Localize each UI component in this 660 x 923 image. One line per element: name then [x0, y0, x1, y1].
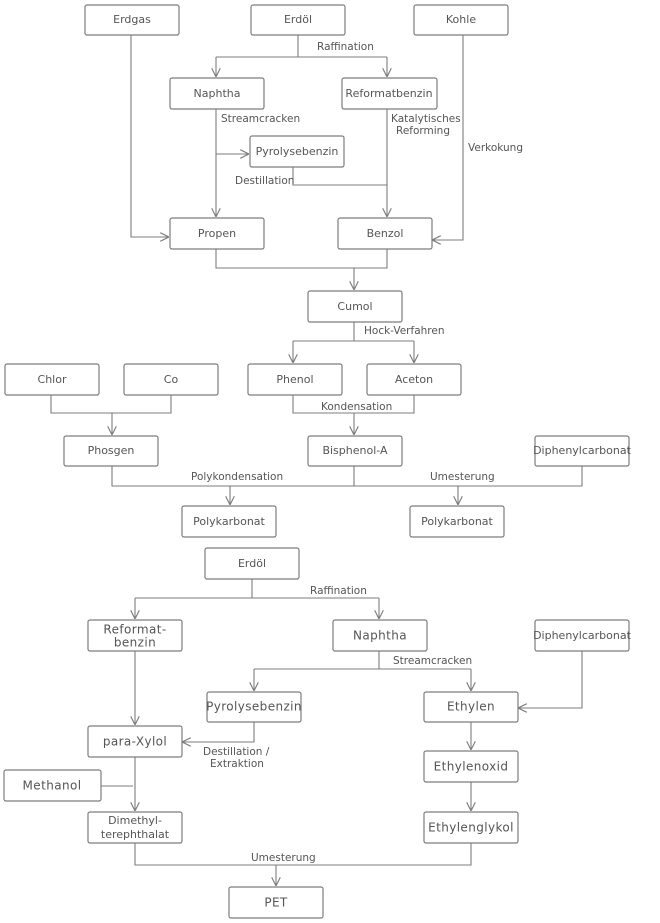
edge-pyrolyse-paraxylol: [183, 722, 255, 742]
node-polykarbonat-left: Polykarbonat: [181, 505, 277, 538]
edges-top: [50, 35, 583, 504]
node-paraxylol: para-Xylol: [87, 725, 183, 758]
node-erdoel-bottom-label: Erdöl: [238, 557, 266, 570]
node-cumol-label: Cumol: [337, 300, 372, 313]
node-reformatbenzin-bottom-line2: benzin: [114, 636, 156, 650]
node-propen: Propen: [169, 217, 265, 250]
node-erdoel-top-label: Erdöl: [284, 13, 312, 26]
node-kohle: Kohle: [413, 4, 509, 36]
node-cumol: Cumol: [307, 290, 403, 323]
edge-chlor-co-phosgen: [50, 395, 172, 434]
node-reformatbenzin-top: Reformatbenzin: [341, 77, 438, 110]
node-erdgas-label: Erdgas: [113, 13, 151, 26]
edge-kohle-benzol: [433, 35, 464, 240]
node-ethylenglykol-label: Ethylenglykol: [428, 821, 514, 835]
label-streamcracken-bottom: Streamcracken: [393, 655, 472, 667]
node-naphtha-bottom-label: Naphtha: [353, 629, 407, 643]
edge-phenol-aceton-bisphenol: [292, 395, 415, 434]
node-diphenylcarbonat-bottom-label: Diphenylcarbonat: [533, 629, 632, 642]
label-polykondensation: Polykondensation: [191, 471, 283, 483]
edges-bottom: [101, 579, 583, 885]
node-naphtha-top-label: Naphtha: [194, 87, 241, 100]
node-dmt: Dimethyl- terephthalat: [87, 811, 183, 844]
label-hock: Hock-Verfahren: [364, 325, 444, 337]
edge-naphtha-split-bottom: [254, 651, 471, 670]
node-methanol: Methanol: [3, 769, 102, 802]
node-benzol: Benzol: [337, 217, 433, 250]
node-diphenylcarbonat-top-label: Diphenylcarbonat: [533, 444, 632, 457]
node-erdgas: Erdgas: [84, 4, 180, 36]
edge-erdgas-propen: [130, 35, 168, 237]
node-polykarbonat-left-label: Polykarbonat: [193, 515, 265, 528]
node-chlor-label: Chlor: [38, 373, 67, 386]
node-ethylenoxid: Ethylenoxid: [423, 750, 519, 783]
node-methanol-label: Methanol: [23, 779, 82, 793]
node-phosgen-label: Phosgen: [88, 444, 135, 457]
edge-propen-benzol-cumol: [215, 249, 388, 289]
node-benzol-label: Benzol: [367, 227, 404, 240]
node-polykarbonat-right-label: Polykarbonat: [421, 515, 493, 528]
label-raffination-top: Raffination: [317, 41, 374, 53]
edge-diphenyl-ethylen: [519, 651, 583, 708]
label-kondensation: Kondensation: [321, 401, 392, 413]
edge-labels-top: Raffination Streamcracken Katalytisches …: [191, 41, 523, 483]
node-phosgen: Phosgen: [63, 435, 159, 467]
node-pet: PET: [228, 886, 324, 919]
edge-umesterung-bottom: [134, 843, 472, 885]
node-pet-label: PET: [264, 896, 288, 910]
edge-erdoel-split-bottom: [135, 579, 379, 599]
label-umesterung-top: Umesterung: [430, 471, 495, 483]
node-pyrolysebenzin-top-label: Pyrolysebenzin: [256, 145, 339, 158]
node-phenol: Phenol: [247, 363, 343, 396]
node-naphtha-bottom: Naphtha: [332, 619, 428, 652]
node-chlor: Chlor: [4, 363, 100, 396]
edge-erdoel-split: [216, 35, 387, 58]
node-pyrolysebenzin-bottom-label: Pyrolysebenzin: [206, 700, 302, 714]
node-dmt-line1: Dimethyl-: [108, 814, 162, 827]
label-destillation-top: Destillation: [235, 175, 294, 187]
node-ethylenglykol: Ethylenglykol: [423, 811, 519, 844]
node-ethylenoxid-label: Ethylenoxid: [434, 760, 509, 774]
node-aceton-label: Aceton: [395, 373, 433, 386]
node-paraxylol-label: para-Xylol: [103, 735, 167, 749]
label-verkokung: Verkokung: [468, 142, 523, 154]
node-erdoel-top: Erdöl: [250, 4, 346, 36]
edge-cumol-split: [293, 322, 414, 342]
edge-umesterung-top: [354, 466, 583, 504]
node-diphenylcarbonat-top: Diphenylcarbonat: [533, 435, 632, 467]
node-kohle-label: Kohle: [446, 13, 476, 26]
label-destillation-bottom: Destillation /: [203, 746, 270, 758]
node-reformatbenzin-bottom-line1: Reformat-: [103, 623, 166, 637]
node-ethylen: Ethylen: [423, 691, 519, 723]
node-bisphenol: Bisphenol-A: [307, 435, 403, 467]
node-co: Co: [123, 363, 219, 396]
label-streamcracken-top: Streamcracken: [221, 113, 300, 125]
label-umesterung-bottom: Umesterung: [251, 852, 316, 864]
node-pyrolysebenzin-top: Pyrolysebenzin: [249, 135, 345, 168]
node-reformatbenzin-top-label: Reformatbenzin: [345, 87, 432, 100]
node-naphtha-top: Naphtha: [169, 77, 265, 110]
label-katalytisches: Katalytisches: [391, 113, 461, 125]
node-ethylen-label: Ethylen: [447, 700, 495, 714]
node-phenol-label: Phenol: [276, 373, 313, 386]
node-propen-label: Propen: [198, 227, 236, 240]
label-extraktion: Extraktion: [210, 758, 264, 770]
edge-polykondensation: [111, 466, 355, 504]
node-co-label: Co: [164, 373, 179, 386]
edge-labels-bottom: Raffination Streamcracken Destillation /…: [203, 585, 472, 864]
node-pyrolysebenzin-bottom: Pyrolysebenzin: [206, 691, 302, 723]
node-dmt-line2: terephthalat: [101, 828, 170, 841]
edge-pyrolyse-benzol: [292, 167, 387, 186]
node-reformatbenzin-bottom: Reformat- benzin: [87, 619, 183, 652]
node-bisphenol-label: Bisphenol-A: [322, 444, 388, 457]
node-aceton: Aceton: [366, 363, 462, 396]
label-raffination-bottom: Raffination: [310, 585, 367, 597]
node-erdoel-bottom: Erdöl: [204, 547, 300, 580]
label-reforming: Reforming: [396, 125, 450, 137]
node-diphenylcarbonat-bottom: Diphenylcarbonat: [533, 619, 632, 652]
node-polykarbonat-right: Polykarbonat: [409, 505, 505, 538]
